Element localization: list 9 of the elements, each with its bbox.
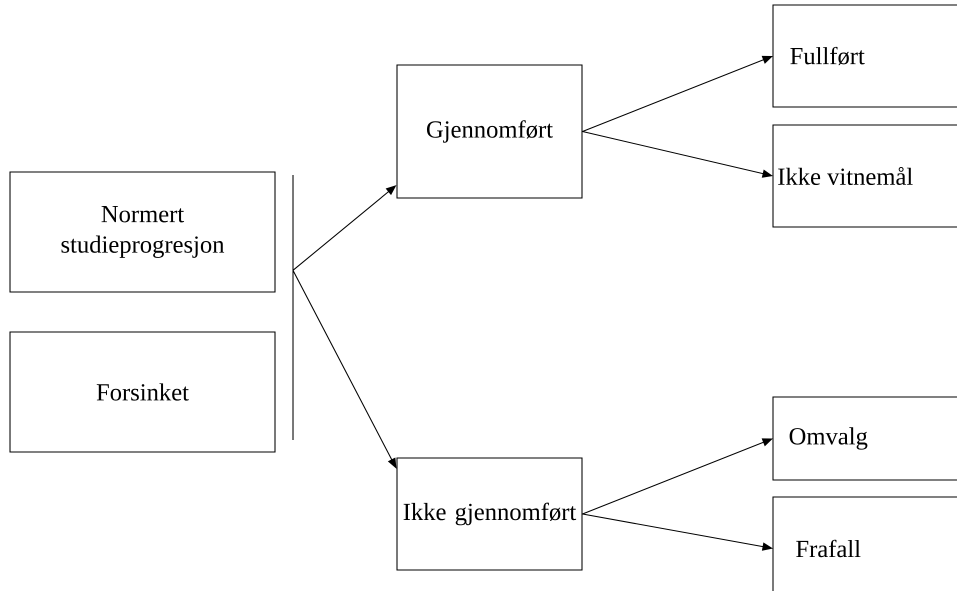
process-box: Omvalg (772, 396, 957, 481)
divider-bar (292, 175, 294, 440)
process-box: Ikke gjennomført (396, 457, 583, 571)
process-box: Fullført (772, 4, 957, 108)
process-box: Normert studieprogresjon (9, 171, 276, 293)
process-box: Frafall (772, 496, 957, 591)
process-box: Forsinket (9, 331, 276, 453)
process-box: Gjennomført (396, 64, 583, 199)
process-box: Ikke vitnemål (772, 124, 957, 228)
